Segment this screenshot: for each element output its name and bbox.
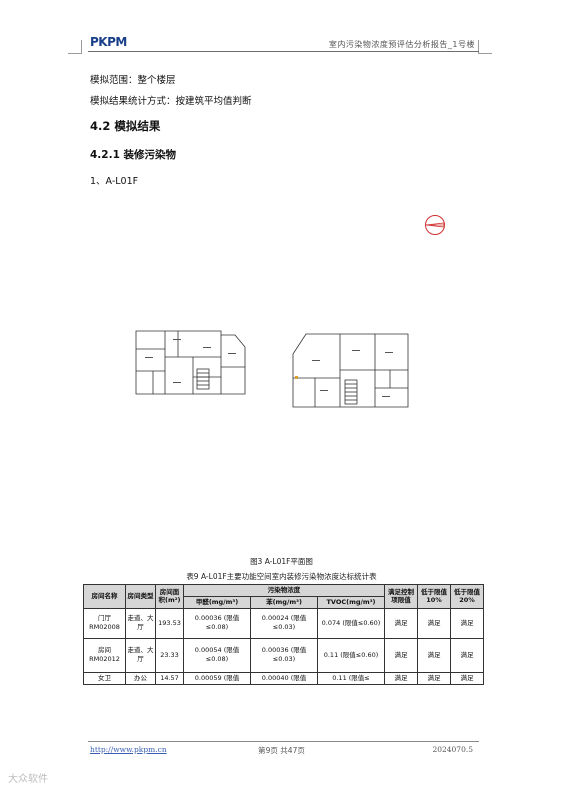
col-below-10: 低于限值10% <box>417 584 452 609</box>
header-title: 室内污染物浓度预评估分析报告_1号楼 <box>328 40 475 49</box>
footer-rule <box>88 741 479 742</box>
pkpm-logo: PKPM <box>90 35 127 49</box>
cell-formaldehyde: 0.00054 (限值≤0.08) <box>183 637 251 673</box>
cell-below-20: 满足 <box>450 637 485 673</box>
table-subheader-row: 甲醛(mg/m³) 苯(mg/m³) TVOC(mg/m³) <box>84 595 484 609</box>
col-room-name: 房间名称 <box>83 584 126 609</box>
floor-plan-left <box>135 330 246 395</box>
cell-benzene: 0.00024 (限值≤0.03) <box>250 607 318 639</box>
table-header-row: 房间名称 房间类型 房间面积(m²) 污染物浓度 满足控制项限值 低于限值10%… <box>83 584 485 609</box>
footer-date: 2024070.5 <box>432 745 473 754</box>
col-meets-limit: 满足控制项限值 <box>384 584 419 609</box>
table-row: 门厅 RM02008 走道、大厅 193.53 0.00036 (限值≤0.08… <box>83 607 485 639</box>
cell-room-area: 193.53 <box>155 607 184 639</box>
cell-room-area: 14.57 <box>155 671 184 685</box>
cell-tvoc: 0.11 (限值≤ <box>316 671 386 685</box>
cell-benzene: 0.00040 (限值 <box>250 671 318 685</box>
col-tvoc: TVOC(mg/m³) <box>316 595 386 609</box>
cell-room-type: 走道、大厅 <box>125 637 156 673</box>
cell-below-20: 满足 <box>450 671 485 685</box>
cell-room-type: 走道、大厅 <box>125 607 156 639</box>
footer-url-link[interactable]: http://www.pkpm.cn <box>90 745 167 754</box>
cell-below-10: 满足 <box>417 607 452 639</box>
crop-mark-top-left <box>68 40 82 54</box>
watermark: 大众软件 <box>8 774 48 785</box>
cell-meets: 满足 <box>384 637 419 673</box>
floor-plan-right <box>292 333 409 408</box>
cell-tvoc: 0.11 (限值≤0.60) <box>316 637 386 673</box>
header-rule <box>88 51 479 52</box>
north-arrow-icon <box>425 215 445 235</box>
cell-room-name: 门厅 RM02008 <box>83 607 126 639</box>
cell-below-10: 满足 <box>417 637 452 673</box>
pollutant-stats-table: 房间名称 房间类型 房间面积(m²) 污染物浓度 满足控制项限值 低于限值10%… <box>83 584 485 685</box>
method-line: 模拟结果统计方式：按建筑平均值判断 <box>90 96 252 107</box>
cell-formaldehyde: 0.00036 (限值≤0.08) <box>183 607 251 639</box>
cell-below-20: 满足 <box>450 607 485 639</box>
crop-mark-top-right <box>478 40 492 54</box>
cell-room-area: 23.33 <box>155 637 184 673</box>
cell-formaldehyde: 0.00059 (限值 <box>183 671 251 685</box>
col-pollutant-conc: 污染物浓度 <box>182 584 386 597</box>
footer-page-number: 第9页 共47页 <box>258 746 305 755</box>
col-formaldehyde: 甲醛(mg/m³) <box>183 595 251 609</box>
table-row: 女卫 办公 14.57 0.00059 (限值 0.00040 (限值 0.11… <box>83 671 485 685</box>
cell-below-10: 满足 <box>417 671 452 685</box>
cell-benzene: 0.00036 (限值≤0.03) <box>250 637 318 673</box>
item-label: 1、A-L01F <box>90 176 139 187</box>
cell-meets: 满足 <box>384 607 419 639</box>
cell-room-name: 房间 RM02012 <box>83 637 126 673</box>
col-room-area: 房间面积(m²) <box>155 584 184 609</box>
subsection-heading: 4.2.1 装修污染物 <box>90 149 177 161</box>
cell-room-type: 办公 <box>125 671 156 685</box>
table-caption: 表9 A-L01F主要功能空间室内装修污染物浓度达标统计表 <box>186 572 377 581</box>
cell-meets: 满足 <box>384 671 419 685</box>
figure-caption: 图3 A-L01F平面图 <box>250 557 313 566</box>
col-room-type: 房间类型 <box>125 584 156 609</box>
cell-tvoc: 0.074 (限值≤0.60) <box>316 607 386 639</box>
section-heading: 4.2 模拟结果 <box>90 119 161 133</box>
cell-room-name: 女卫 <box>83 671 126 685</box>
col-benzene: 苯(mg/m³) <box>250 595 318 609</box>
col-below-20: 低于限值20% <box>450 584 485 609</box>
table-row: 房间 RM02012 走道、大厅 23.33 0.00054 (限值≤0.08)… <box>83 637 485 673</box>
scope-line: 模拟范围：整个楼层 <box>90 75 176 86</box>
